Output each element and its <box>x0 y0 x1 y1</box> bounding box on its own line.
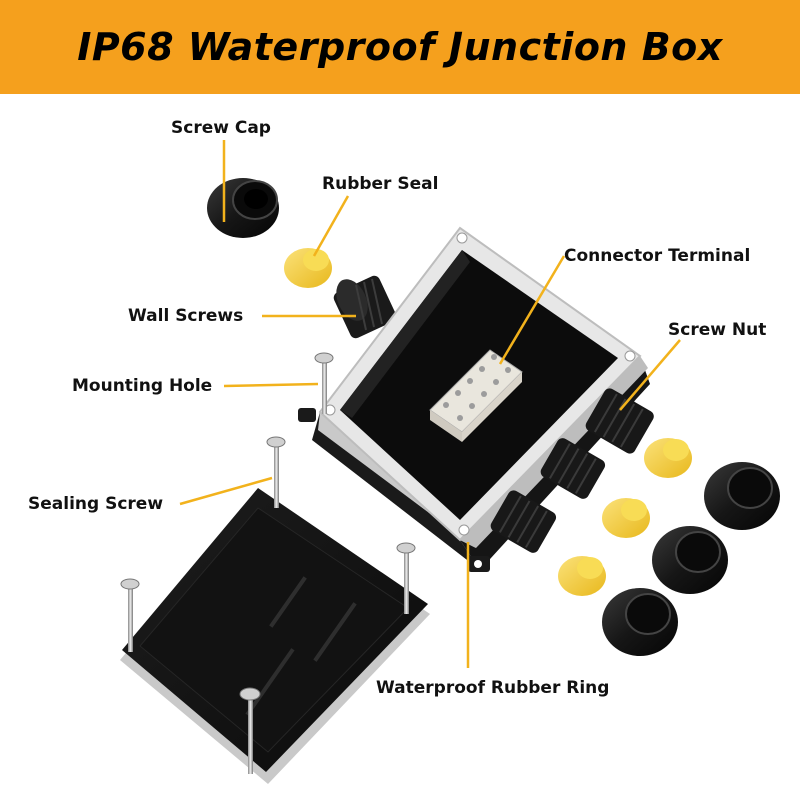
box-lid <box>120 488 430 784</box>
screw-cap-top <box>207 178 279 238</box>
label-mounting-hole: Mounting Hole <box>72 376 213 396</box>
leader-rubber-seal <box>312 195 350 257</box>
leader-sealing-screw <box>179 476 273 506</box>
label-screw-cap: Screw Cap <box>171 118 271 138</box>
label-connector-terminal: Connector Terminal <box>564 246 751 266</box>
sealing-screws <box>120 352 416 774</box>
leader-mounting-hole <box>223 382 319 388</box>
label-sealing-screw: Sealing Screw <box>28 494 164 514</box>
label-rubber-seal: Rubber Seal <box>322 174 439 194</box>
title-banner <box>0 0 800 94</box>
label-screw-nut: Screw Nut <box>668 320 767 340</box>
leader-connector-terminal <box>498 255 566 365</box>
page-title: IP68 Waterproof Junction Box <box>77 25 723 69</box>
rubber-seal-top <box>284 248 332 288</box>
wall-screws-gland <box>333 275 397 339</box>
screw-caps-right <box>602 462 780 656</box>
connector-terminal <box>429 349 523 442</box>
rubber-seals-right <box>558 438 692 596</box>
leader-lines <box>179 140 681 668</box>
screw-nut-glands <box>490 388 654 553</box>
label-wall-screws: Wall Screws <box>128 306 244 326</box>
leader-screw-nut <box>619 339 681 411</box>
label-waterproof-rubber-ring: Waterproof Rubber Ring <box>376 678 610 698</box>
